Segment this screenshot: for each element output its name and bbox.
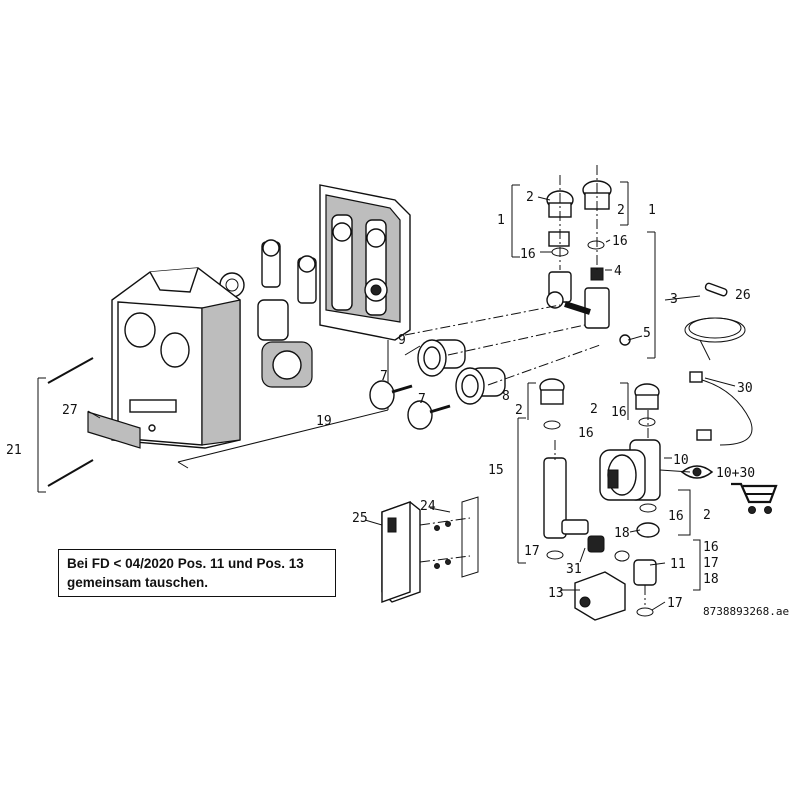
callout-4: 4 (614, 264, 622, 279)
label-plate (87, 411, 141, 449)
callout-16: 16 (578, 426, 594, 441)
callout-26: 26 (735, 288, 751, 303)
callout-16: 16 (612, 234, 628, 249)
callout-30: 30 (737, 381, 753, 396)
callout-1: 1 (497, 213, 505, 228)
pump-cable (689, 371, 753, 446)
callout-leaders (87, 196, 736, 611)
callout-17: 17 (703, 556, 719, 571)
callout-16: 16 (668, 509, 684, 524)
callout-3: 3 (670, 292, 678, 307)
assembled-station (219, 184, 411, 388)
view-icon (680, 465, 714, 479)
callout-2: 2 (515, 403, 523, 418)
callout-17: 17 (524, 544, 540, 559)
upper-valve-group (546, 180, 631, 346)
callout-25: 25 (352, 511, 368, 526)
callout-11: 11 (670, 557, 686, 572)
shopping-cart-icon (731, 482, 778, 514)
screws (37, 357, 94, 493)
controller-unit (381, 496, 479, 603)
callout-labels: 1 2 16 2 1 16 4 3 26 5 9 7 7 8 2 16 2 16… (6, 190, 755, 611)
callout-7: 7 (380, 369, 388, 384)
pump-group (539, 378, 691, 621)
valve-handles (369, 339, 506, 430)
callout-2: 2 (590, 402, 598, 417)
callout-19: 19 (316, 414, 332, 429)
callout-24: 24 (420, 499, 436, 514)
callout-16: 16 (703, 540, 719, 555)
callout-5: 5 (643, 326, 651, 341)
callout-1: 1 (648, 203, 656, 218)
note-line-1: Bei FD < 04/2020 Pos. 11 und Pos. 13 (67, 556, 304, 571)
insulation-cover (111, 267, 241, 449)
replacement-note: Bei FD < 04/2020 Pos. 11 und Pos. 13 gem… (58, 549, 336, 597)
callout-16: 16 (520, 247, 536, 262)
callout-8: 8 (502, 389, 510, 404)
callout-18: 18 (703, 572, 719, 587)
note-line-2: gemeinsam tauschen. (67, 575, 209, 590)
callout-10: 10 (673, 453, 689, 468)
document-id: 8738893268.ae (703, 605, 790, 618)
callout-2: 2 (703, 508, 711, 523)
callout-15: 15 (488, 463, 504, 478)
callout-27: 27 (62, 403, 78, 418)
callout-17: 17 (667, 596, 683, 611)
callout-10-plus-30: 10+30 (716, 466, 755, 481)
callout-9: 9 (398, 333, 406, 348)
assembly-lines (404, 165, 649, 605)
callout-13: 13 (548, 586, 564, 601)
callout-7: 7 (418, 392, 426, 407)
callout-21: 21 (6, 443, 22, 458)
callout-16: 16 (611, 405, 627, 420)
temperature-sensor-cable (684, 282, 746, 361)
callout-18: 18 (614, 526, 630, 541)
callout-2: 2 (617, 203, 625, 218)
callout-2: 2 (526, 190, 534, 205)
callout-31: 31 (566, 562, 582, 577)
